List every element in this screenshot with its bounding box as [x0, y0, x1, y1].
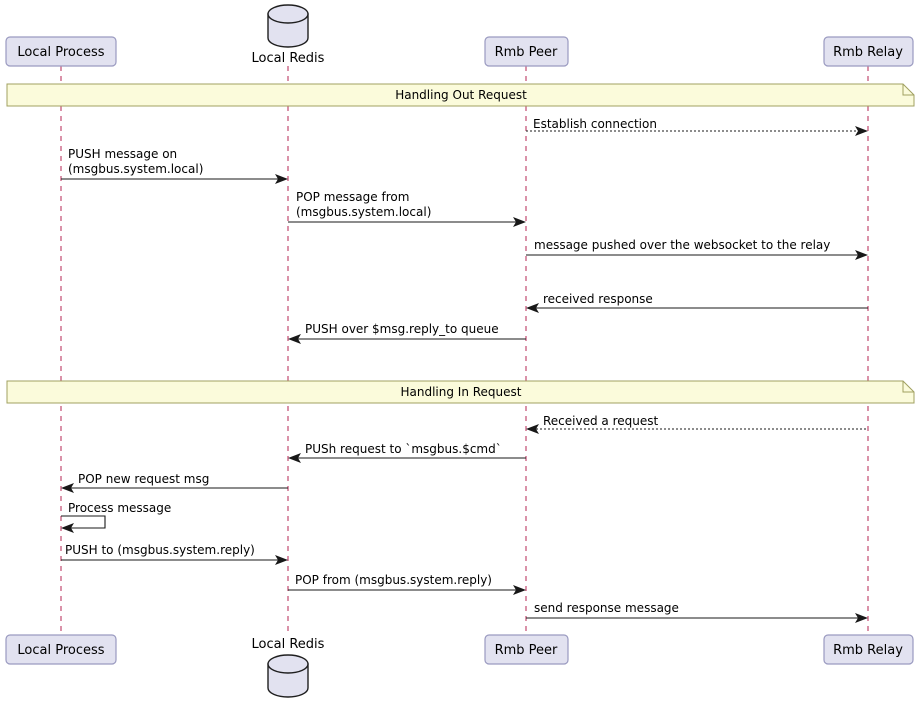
participant-local-process-top[interactable]: Local Process [5, 36, 117, 67]
msg-establish-connection-arrowhead [855, 126, 868, 136]
group-in-fold [902, 381, 914, 393]
msg-pop-system-reply-arrowhead [513, 585, 526, 595]
participant-local-redis-top-label: Local Redis [252, 51, 325, 66]
group-out-shape [6, 83, 915, 107]
message-pushed-over-websocket: message pushed over the websocket to the… [526, 238, 868, 260]
msg-pop-local-label-line2: (msgbus.system.local) [296, 205, 431, 219]
msg-received-a-request-arrowhead [526, 424, 539, 434]
msg-send-response-arrowhead [855, 613, 868, 623]
msg-push-system-reply-label: PUSH to (msgbus.system.reply) [65, 543, 255, 557]
msg-process-message-arrowhead [61, 523, 74, 533]
participant-rmb-relay-bottom[interactable]: Rmb Relay [823, 634, 914, 665]
participant-local-redis-bottom-label: Local Redis [252, 637, 325, 652]
msg-msgbus-cmd-label: PUSh request to `msgbus.$cmd` [305, 442, 502, 456]
message-pop-message-from-local: POP message from (msgbus.system.local) [288, 190, 526, 227]
message-push-to-system-reply: PUSH to (msgbus.system.reply) [61, 543, 288, 565]
group-in-shape [6, 380, 915, 404]
participant-local-redis-bottom[interactable]: Local Redis [252, 637, 325, 698]
msg-process-message-loop [61, 515, 106, 529]
message-received-response: received response [526, 292, 868, 313]
group-out-fold [902, 84, 914, 96]
msg-pop-local-label-line1: POP message from [296, 190, 409, 204]
msg-pop-new-request-arrowhead [61, 483, 74, 493]
msg-push-system-reply-arrowhead [275, 555, 288, 565]
lifelines-layer [60, 66, 869, 636]
participant-rmb-peer-bottom[interactable]: Rmb Peer [484, 634, 569, 665]
participant-rmb-relay-bottom-box[interactable] [823, 634, 914, 665]
message-push-message-on-local: PUSH message on (msgbus.system.local) [61, 147, 288, 184]
msg-process-message-label: Process message [68, 501, 171, 515]
msg-received-response-arrowhead [526, 303, 539, 313]
msg-push-local-arrowhead [275, 174, 288, 184]
group-out-label: Handling Out Request [395, 88, 527, 102]
participant-rmb-peer-top-box[interactable] [484, 36, 569, 67]
participant-rmb-relay-top-label: Rmb Relay [833, 45, 903, 60]
group-in-label: Handling In Request [400, 385, 521, 399]
msg-send-response-label: send response message [534, 601, 679, 615]
msg-pop-local-arrowhead [513, 217, 526, 227]
message-pop-new-request-msg: POP new request msg [61, 472, 288, 493]
database-icon-bottom-cap [267, 654, 309, 674]
msg-pop-system-reply-label: POP from (msgbus.system.reply) [295, 573, 492, 587]
participant-local-process-bottom-box[interactable] [5, 634, 117, 665]
msg-reply-to-queue-arrowhead [288, 334, 301, 344]
group-handling-in-request: Handling In Request [6, 380, 915, 404]
participant-rmb-relay-top-box[interactable] [823, 36, 914, 67]
participant-rmb-peer-bottom-box[interactable] [484, 634, 569, 665]
participant-rmb-peer-top[interactable]: Rmb Peer [484, 36, 569, 67]
participant-local-redis-top[interactable]: Local Redis [252, 4, 325, 66]
msg-msgbus-cmd-arrowhead [288, 453, 301, 463]
participant-rmb-relay-bottom-label: Rmb Relay [833, 643, 903, 658]
participant-rmb-relay-top[interactable]: Rmb Relay [823, 36, 914, 67]
participant-local-process-bottom-label: Local Process [17, 643, 104, 658]
message-send-response-message: send response message [526, 601, 868, 623]
message-push-request-to-msgbus-cmd: PUSh request to `msgbus.$cmd` [288, 442, 526, 463]
msg-websocket-label: message pushed over the websocket to the… [534, 238, 830, 252]
msg-reply-to-queue-label: PUSH over $msg.reply_to queue [305, 322, 499, 336]
participant-local-process-top-box[interactable] [5, 36, 117, 67]
participant-rmb-peer-bottom-label: Rmb Peer [495, 643, 558, 658]
group-handling-out-request: Handling Out Request [6, 83, 915, 107]
participant-local-process-bottom[interactable]: Local Process [5, 634, 117, 665]
message-process-message-self: Process message [61, 501, 171, 533]
msg-received-response-label: received response [543, 292, 653, 306]
database-icon-top-cap [267, 4, 309, 24]
message-push-over-reply-to-queue: PUSH over $msg.reply_to queue [288, 322, 526, 344]
msg-establish-connection-label: Establish connection [533, 117, 657, 131]
msg-pop-new-request-label: POP new request msg [78, 472, 209, 486]
msg-push-local-label-line2: (msgbus.system.local) [68, 162, 203, 176]
msg-push-local-label-line1: PUSH message on [68, 147, 177, 161]
message-pop-from-system-reply: POP from (msgbus.system.reply) [288, 573, 526, 595]
message-received-a-request: Received a request [526, 414, 868, 434]
participant-local-process-top-label: Local Process [17, 45, 104, 60]
msg-received-a-request-label: Received a request [543, 414, 658, 428]
msg-websocket-arrowhead [855, 250, 868, 260]
message-establish-connection: Establish connection [526, 117, 868, 136]
participant-rmb-peer-top-label: Rmb Peer [495, 45, 558, 60]
